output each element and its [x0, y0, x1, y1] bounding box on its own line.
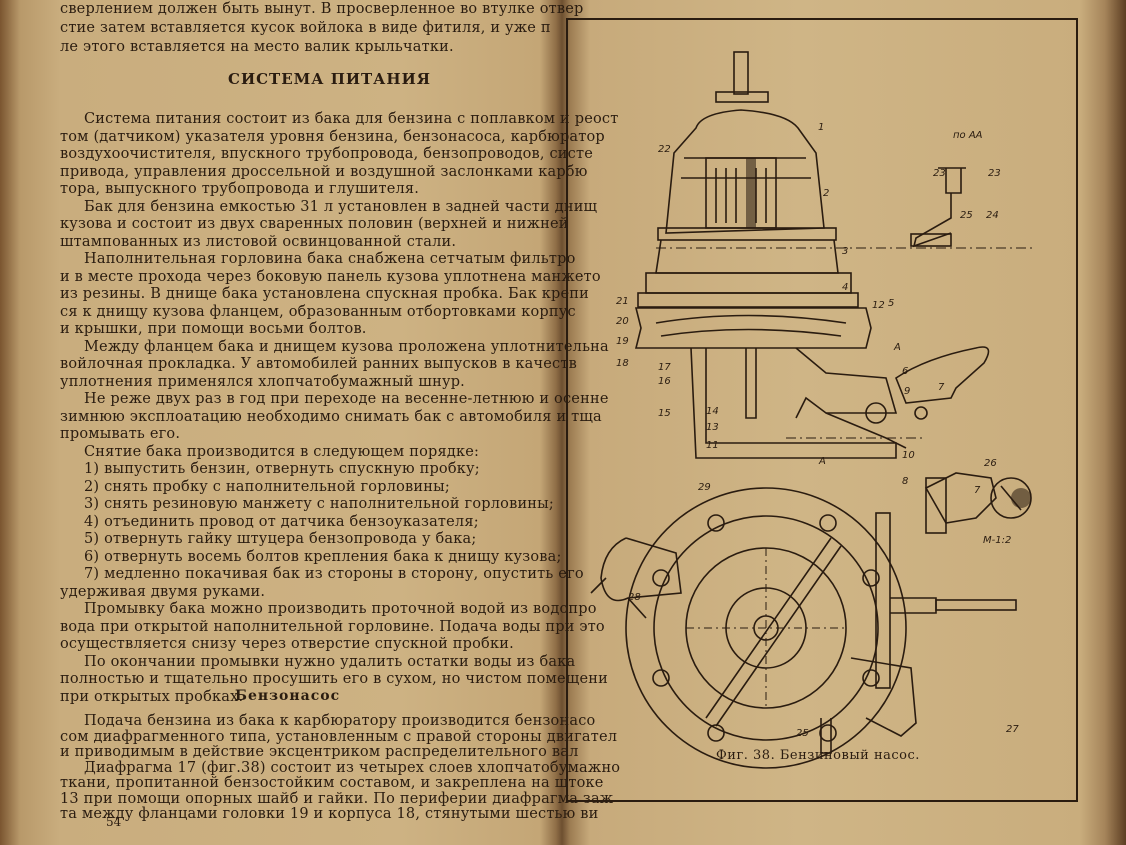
fuel-pump-drawing: 1234567891011121314151617181920212223232…: [590, 51, 1036, 769]
text-line: вода при открытой наполнительной горлови…: [60, 618, 605, 635]
callout-label: 24: [986, 210, 999, 221]
text-line: ся к днищу кузова фланцем, образованным …: [60, 303, 576, 320]
callout-label: 12: [872, 300, 885, 311]
text-line: ле этого вставляется на место валик крыл…: [60, 39, 454, 55]
text-line: тора, выпускного трубопровода и глушител…: [60, 181, 420, 197]
callout-label: 2: [823, 188, 829, 199]
text-line: По окончании промывки нужно удалить оста…: [84, 653, 576, 670]
text-line: и приводимым в действие эксцентриком рас…: [60, 744, 579, 760]
text-line: 3) снять резиновую манжету с наполнитель…: [84, 496, 554, 512]
scale-label: М-1:2: [983, 535, 1011, 546]
page-number: 54: [106, 815, 122, 829]
text-line: 6) отвернуть восемь болтов крепления бак…: [84, 548, 562, 565]
text-line: и в месте прохода через боковую панель к…: [60, 268, 601, 285]
callout-label: 1: [818, 122, 824, 133]
section-title: СИСТЕМА ПИТАНИЯ: [228, 70, 431, 88]
figure-frame: [566, 18, 1078, 802]
callout-label: 3: [842, 246, 848, 257]
text-line: войлочная прокладка. У автомобилей ранни…: [60, 356, 577, 372]
callout-label: 8: [902, 476, 908, 487]
text-line: Промывку бака можно производить проточно…: [84, 601, 597, 617]
callout-label: 27: [1006, 724, 1019, 735]
callout-label: А: [818, 456, 826, 467]
text-line: 2) снять пробку с наполнительной горлови…: [84, 478, 450, 495]
text-line: Система питания состоит из бака для бенз…: [84, 111, 619, 127]
text-line: 7) медленно покачивая бак из стороны в с…: [84, 566, 584, 582]
text-line: сом диафрагменного типа, установленным с…: [60, 728, 618, 745]
callout-label: 23: [988, 168, 1001, 179]
callout-label: 7: [974, 485, 981, 496]
text-line: 4) отъединить провод от датчика бензоука…: [84, 513, 479, 530]
callout-label: 20: [616, 316, 629, 327]
text-line: Диафрагма 17 (фиг.38) состоит из четырех…: [84, 759, 621, 776]
callout-label: 22: [658, 144, 671, 155]
left-page: сверлением должен быть вынут. В просверл…: [60, 0, 620, 845]
text-line: Между фланцем бака и днищем кузова проло…: [84, 338, 609, 355]
callout-label: 11: [706, 440, 719, 451]
callout-label: А: [893, 342, 901, 353]
callout-label: 28: [628, 592, 641, 603]
text-line: сверлением должен быть вынут. В просверл…: [60, 1, 584, 17]
subsection-title: Бензонасос: [235, 688, 341, 704]
callout-label: 16: [658, 376, 671, 387]
callout-label: 4: [842, 282, 848, 293]
callout-label: 25: [960, 210, 973, 221]
section-label: по АА: [953, 130, 983, 141]
callout-label: 15: [658, 408, 671, 419]
callout-label: 23: [933, 168, 946, 179]
text-line: стие затем вставляется кусок войлока в в…: [60, 20, 551, 36]
text-line: 13 при помощи опорных шайб и гайки. По п…: [60, 790, 614, 807]
text-line: та между фланцами головки 19 и корпуса 1…: [60, 806, 599, 822]
text-line: 1) выпустить бензин, отвернуть спускную …: [84, 461, 480, 477]
callout-label: 13: [706, 422, 719, 433]
callout-label: 25: [796, 728, 809, 739]
callout-label: 5: [888, 298, 894, 309]
callout-label: 14: [706, 406, 719, 417]
text-line: Снятие бака производится в следующем пор…: [84, 443, 480, 460]
text-line: полностью и тщательно просушить его в су…: [60, 671, 609, 687]
text-line: осуществляется снизу через отверстие спу…: [60, 636, 514, 652]
text-line: и крышки, при помощи восьми болтов.: [60, 321, 367, 337]
callout-label: 18: [616, 358, 629, 369]
callout-label: 29: [698, 482, 711, 493]
text-line: Наполнительная горловина бака снабжена с…: [84, 251, 576, 267]
text-line: том (датчиком) указателя уровня бензина,…: [60, 128, 605, 145]
text-line: уплотнения применялся хлопчатобумажный ш…: [60, 373, 465, 390]
text-line: привода, управления дроссельной и воздуш…: [60, 163, 588, 180]
text-line: штампованных из листовой освинцованной с…: [60, 233, 457, 250]
text-line: ткани, пропитанной бензостойким составом…: [60, 775, 604, 791]
text-line: при открытых пробках.: [60, 688, 244, 705]
text-line: из резины. В днище бака установлена спус…: [60, 286, 590, 302]
text-line: Подача бензина из бака к карбюратору про…: [84, 713, 596, 729]
callout-label: 19: [616, 336, 629, 347]
callout-label: 17: [658, 362, 671, 373]
figure-caption: Фиг. 38. Бензиновый насос.: [716, 748, 920, 763]
callout-label: 7: [938, 382, 945, 393]
text-line: Не реже двух раз в год при переходе на в…: [84, 391, 609, 407]
text-line: 5) отвернуть гайку штуцера бензопровода …: [84, 531, 477, 547]
text-line: Бак для бензина емкостью 31 л установлен…: [84, 198, 598, 215]
text-line: удерживая двумя руками.: [60, 583, 266, 600]
callout-label: 9: [904, 386, 910, 397]
text-line: кузова и состоит из двух сваренных полов…: [60, 216, 569, 232]
callout-label: 21: [616, 296, 629, 307]
callout-label: 26: [984, 458, 997, 469]
text-line: воздухоочистителя, впускного трубопровод…: [60, 146, 593, 162]
text-line: зимнюю эксплоатацию необходимо снимать б…: [60, 408, 602, 425]
text-line: промывать его.: [60, 426, 181, 442]
callout-label: 10: [902, 450, 915, 461]
callout-label: 6: [902, 366, 908, 377]
